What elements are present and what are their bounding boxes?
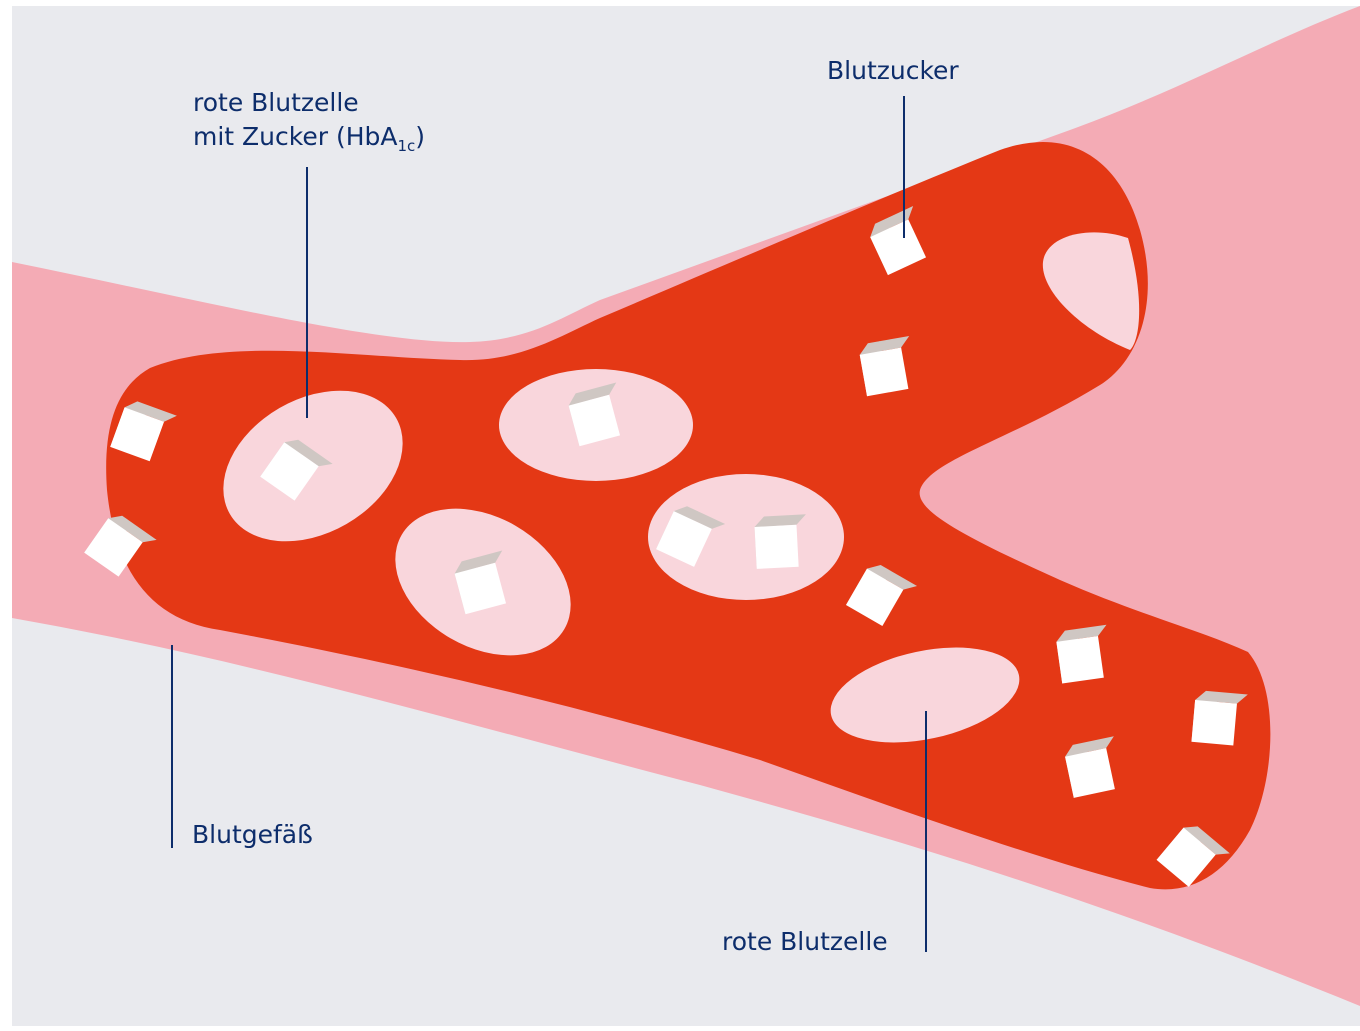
label-red-cell-with-sugar-line2: mit Zucker (HbA1c) [193, 120, 425, 154]
label-red-cell-with-sugar-line1: rote Blutzelle [193, 86, 425, 120]
label-hba-suffix: ) [415, 122, 425, 151]
label-hba-prefix: mit Zucker (HbA [193, 122, 397, 151]
label-blood-sugar: Blutzucker [827, 54, 959, 88]
label-red-cell-with-sugar: rote Blutzelle mit Zucker (HbA1c) [193, 86, 425, 154]
label-blood-vessel: Blutgefäß [192, 818, 313, 852]
label-hba-subscript: 1c [397, 137, 415, 155]
label-red-blood-cell: rote Blutzelle [722, 925, 888, 959]
